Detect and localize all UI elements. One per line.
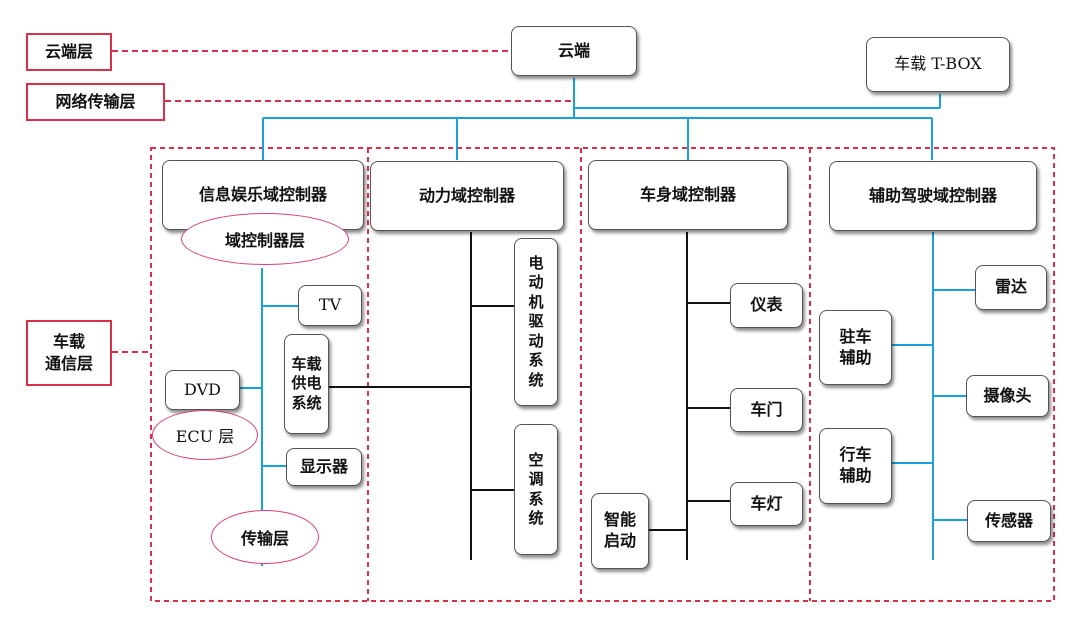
body-domain-controller: 车身域控制器 bbox=[588, 160, 788, 230]
sensor-node: 传感器 bbox=[967, 500, 1051, 542]
power-supply-system-node: 车载 供电 系统 bbox=[284, 334, 329, 434]
door-node: 车门 bbox=[730, 388, 803, 432]
radar-node: 雷达 bbox=[975, 265, 1047, 310]
driving-assist-node: 行车 辅助 bbox=[819, 428, 892, 504]
tbox-node: 车载 T-BOX bbox=[866, 37, 1010, 92]
dvd-node: DVD bbox=[165, 370, 240, 410]
layer-leader-lines bbox=[112, 50, 572, 353]
ecu-layer-label: ECU 层 bbox=[152, 410, 258, 460]
instrument-node: 仪表 bbox=[730, 283, 803, 328]
transport-layer-label: 传输层 bbox=[211, 510, 319, 564]
cloud-node: 云端 bbox=[511, 26, 637, 76]
motor-drive-system-node: 电 动 机 驱 动 系 统 bbox=[514, 238, 558, 406]
black-connector-lines bbox=[329, 232, 730, 560]
vehicle-communication-layer-label: 车载 通信层 bbox=[26, 320, 112, 386]
network-layer-label: 网络传输层 bbox=[26, 83, 165, 121]
light-node: 车灯 bbox=[730, 482, 803, 526]
infotainment-domain-controller: 信息娱乐域控制器 bbox=[162, 160, 364, 230]
adas-domain-controller: 辅助驾驶域控制器 bbox=[829, 161, 1037, 231]
smart-start-node: 智能 启动 bbox=[591, 493, 649, 569]
tv-node: TV bbox=[298, 285, 362, 326]
air-conditioning-system-node: 空 调 系 统 bbox=[514, 424, 558, 555]
parking-assist-node: 驻车 辅助 bbox=[819, 310, 892, 385]
powertrain-domain-controller: 动力域控制器 bbox=[370, 161, 564, 231]
domain-region-borders bbox=[150, 147, 1055, 602]
domain-controller-layer-label: 域控制器层 bbox=[181, 213, 349, 265]
display-node: 显示器 bbox=[286, 448, 362, 486]
camera-node: 摄像头 bbox=[966, 375, 1049, 417]
cloud-layer-label: 云端层 bbox=[26, 33, 112, 71]
